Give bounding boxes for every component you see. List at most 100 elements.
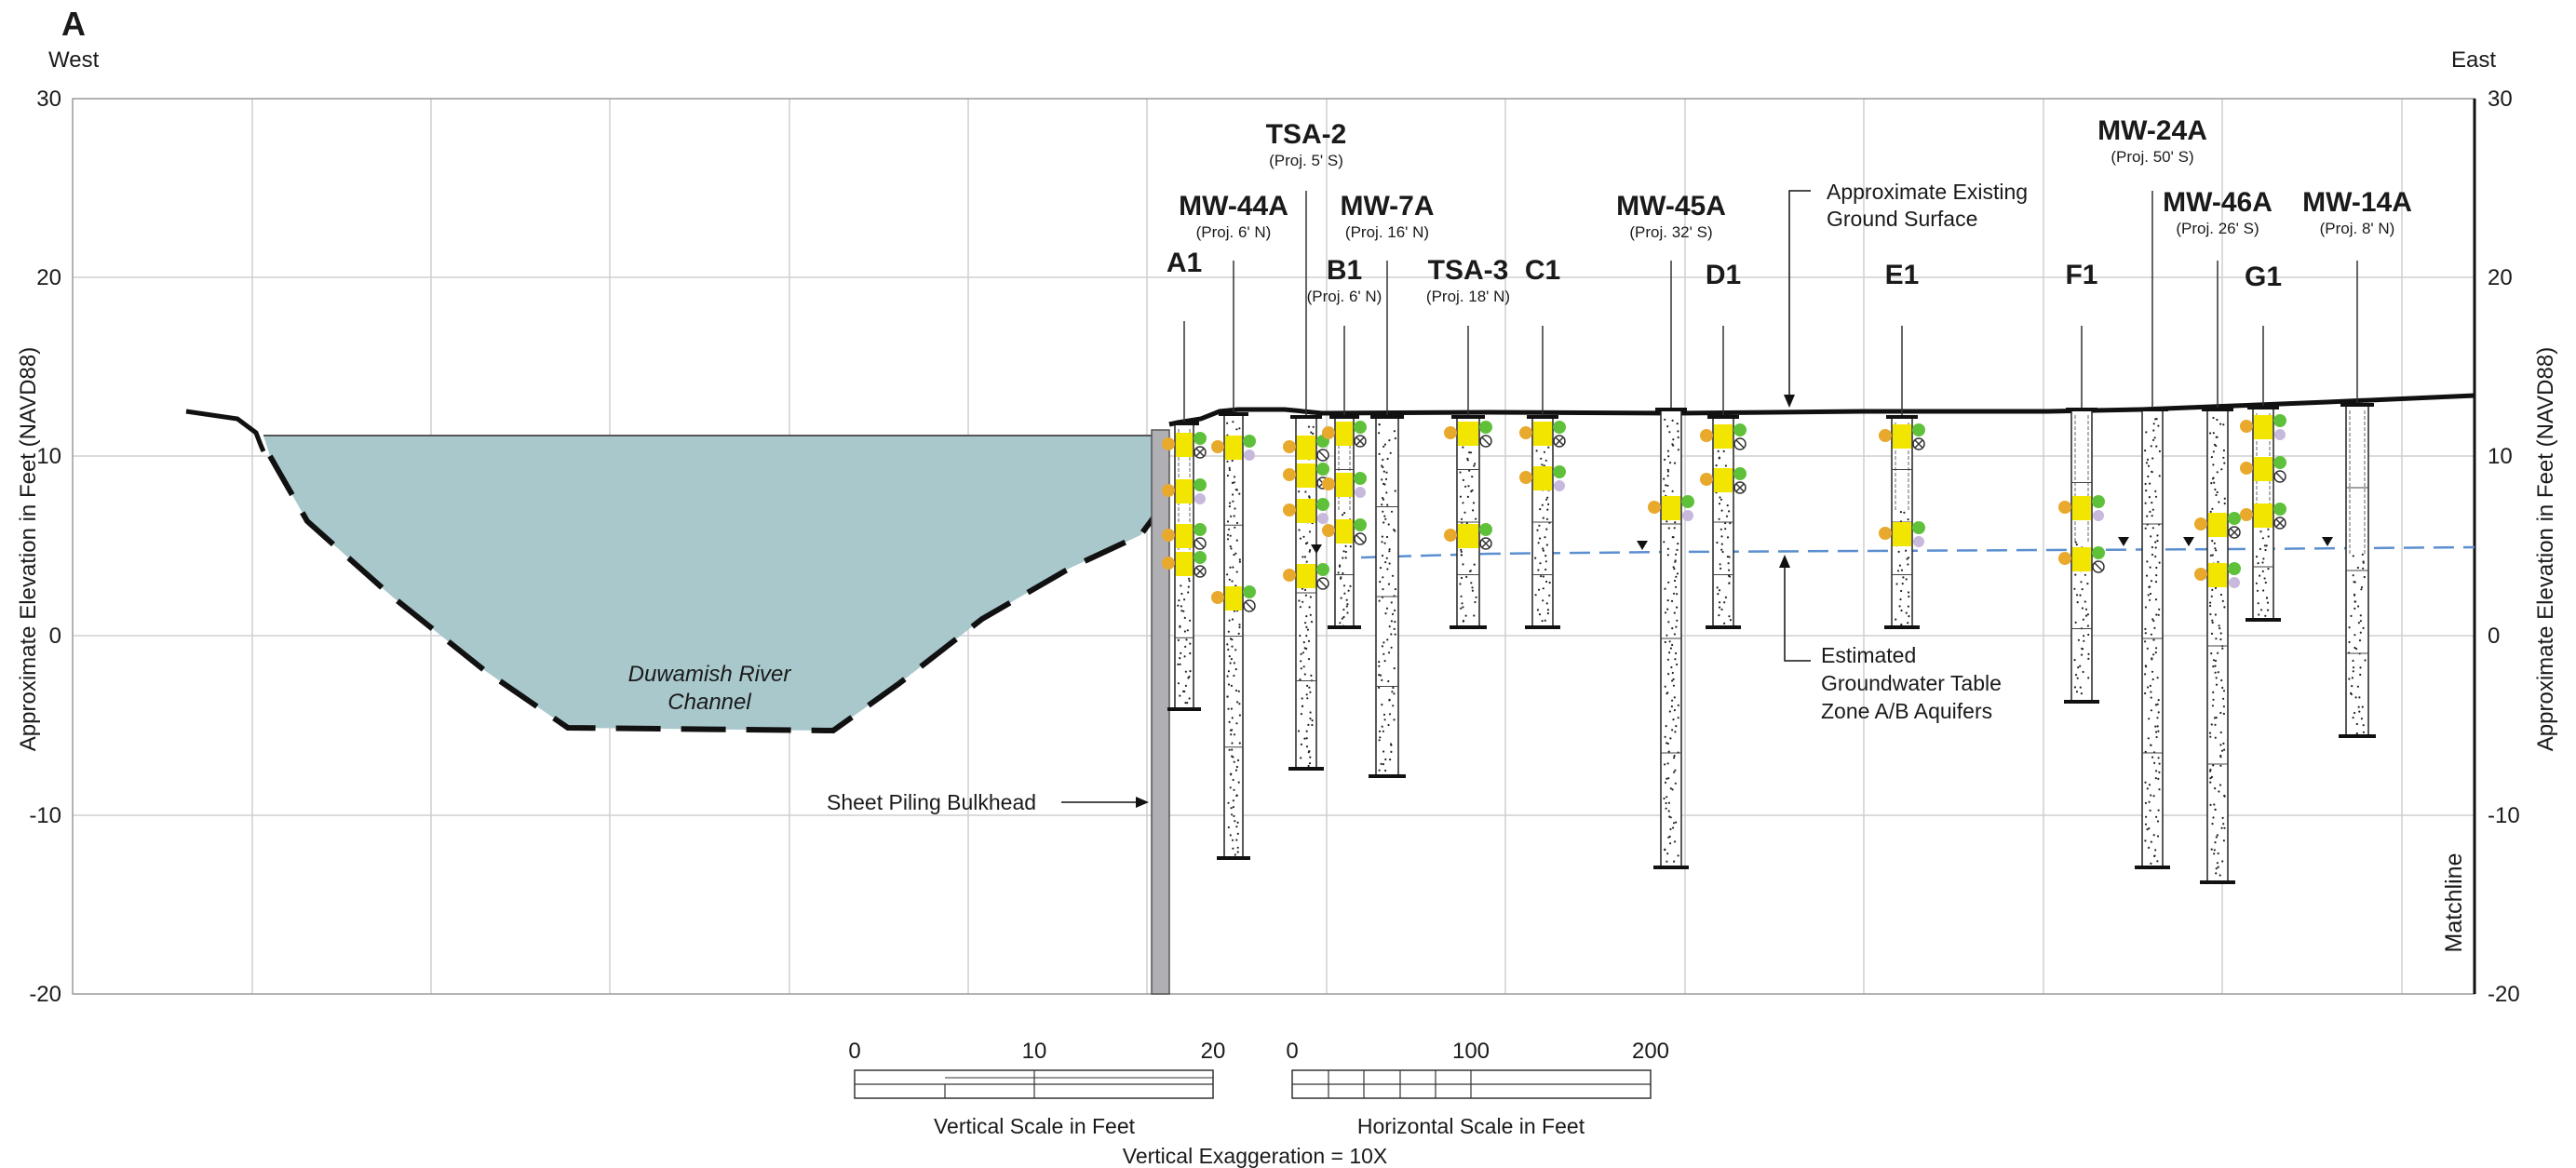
sample-marker — [1879, 423, 1925, 450]
horizontal-scale: 0 100 200 Horizontal Scale in Feet — [1286, 1039, 1669, 1138]
boring-projection: (Proj. 18' N) — [1426, 288, 1510, 305]
boring-projection: (Proj. 26' S) — [2176, 220, 2259, 237]
boring-label: MW-14A — [2302, 187, 2412, 218]
boring-stipple — [2348, 410, 2367, 735]
sample-marker — [1444, 523, 1492, 550]
boring-d1: D1 — [1700, 260, 1747, 629]
sample-marker — [2058, 495, 2105, 521]
boring-mw-14a: MW-14A (Proj. 8' N) — [2302, 187, 2412, 738]
sample-marker — [2240, 456, 2286, 483]
svg-text:20: 20 — [36, 265, 61, 290]
boring-label: MW-7A — [1340, 191, 1434, 222]
sample-marker — [1283, 563, 1329, 590]
boring-stipple — [1663, 418, 1679, 863]
sample-marker — [1322, 518, 1367, 545]
boring-mw-24a: MW-24A (Proj. 50' S) — [2097, 115, 2207, 869]
svg-text:Groundwater Table: Groundwater Table — [1821, 671, 2002, 695]
y-axis-label-left: Approximate Elevation in Feet (NAVD88) — [16, 347, 41, 751]
boring-projection: (Proj. 6' N) — [1307, 288, 1382, 305]
y-ticks-left: 30 20 10 0 -10 -20 — [29, 87, 61, 1007]
boring-stipple — [1378, 423, 1396, 772]
boring-e1: E1 — [1879, 260, 1925, 629]
boring-mw-45a: MW-45A(Proj. 32' S) — [1616, 191, 1726, 869]
ground-surface-annotation: Approximate Existing Ground Surface — [1784, 180, 2028, 408]
west-label: West — [48, 47, 100, 73]
sample-marker — [2194, 512, 2241, 539]
svg-text:-10: -10 — [2488, 803, 2520, 828]
river-bed-dashed — [267, 454, 1157, 734]
sample-marker — [1162, 478, 1207, 504]
svg-text:10: 10 — [2488, 444, 2513, 469]
sample-marker — [1211, 435, 1256, 461]
sample-marker — [1162, 551, 1207, 578]
sample-marker — [1879, 521, 1925, 547]
svg-text:0: 0 — [2488, 624, 2500, 649]
sample-marker — [1444, 421, 1492, 448]
ground-surface-line — [185, 393, 2475, 452]
groundwater-table-line — [1360, 545, 2475, 559]
boring-label: F1 — [2065, 260, 2097, 290]
svg-text:0: 0 — [49, 624, 61, 649]
groundwater-marker — [2322, 537, 2333, 546]
boring-f1: F1 — [2058, 260, 2105, 704]
svg-text:200: 200 — [1632, 1039, 1669, 1064]
svg-text:20: 20 — [2488, 265, 2513, 290]
boring-a1: A1 — [1162, 248, 1207, 711]
svg-text:20: 20 — [1201, 1039, 1226, 1064]
svg-text:-10: -10 — [29, 803, 61, 828]
svg-text:-20: -20 — [29, 982, 61, 1007]
panel-label: A — [61, 5, 86, 43]
boring-label: TSA-2 — [1266, 119, 1347, 150]
sample-marker — [2240, 414, 2286, 440]
boring-label: D1 — [1706, 260, 1741, 290]
sample-marker — [2240, 503, 2286, 530]
svg-text:-20: -20 — [2488, 982, 2520, 1007]
svg-text:10: 10 — [36, 444, 61, 469]
svg-text:30: 30 — [2488, 87, 2513, 112]
river-label-2: Channel — [668, 690, 751, 715]
sample-marker — [1211, 585, 1256, 612]
boring-mw-46a: MW-46A (Proj. 26' S) — [2163, 187, 2273, 884]
y-ticks-right: 30 20 10 0 -10 -20 — [2488, 87, 2520, 1007]
boring-label: B1 — [1327, 255, 1362, 286]
sample-marker — [1700, 423, 1747, 450]
boring-projection: (Proj. 6' N) — [1196, 223, 1272, 241]
groundwater-marker — [1311, 544, 1322, 554]
sample-marker — [1322, 421, 1367, 448]
boring-label: G1 — [2245, 262, 2282, 292]
boring-tsa-3: TSA-3 (Proj. 18' N) — [1426, 255, 1510, 629]
boring-stipple — [1534, 424, 1551, 623]
boring-b1: B1 (Proj. 6' N) — [1307, 255, 1382, 629]
boring-label: C1 — [1525, 255, 1560, 286]
sample-marker — [1283, 435, 1329, 462]
boring-projection: (Proj. 50' S) — [2111, 148, 2193, 166]
svg-text:100: 100 — [1452, 1039, 1490, 1064]
y-axis-label-right: Approximate Elevation in Feet (NAVD88) — [2533, 347, 2558, 751]
groundwater-marker — [2118, 537, 2129, 546]
boring-c1: C1 — [1519, 255, 1566, 629]
boring-tsa-2: TSA-2(Proj. 5' S) — [1266, 119, 1347, 771]
exaggeration-label: Vertical Exaggeration = 10X — [1123, 1144, 1388, 1168]
boring-label: MW-24A — [2097, 115, 2207, 146]
svg-text:Ground Surface: Ground Surface — [1827, 207, 1977, 231]
sample-marker — [2058, 546, 2105, 573]
groundwater-marker — [1637, 541, 1648, 550]
boring-projection: (Proj. 16' N) — [1345, 223, 1429, 241]
boring-label: E1 — [1885, 260, 1920, 290]
boring-label: MW-46A — [2163, 187, 2273, 218]
svg-text:Zone A/B Aquifers: Zone A/B Aquifers — [1821, 699, 1992, 723]
boring-label: TSA-3 — [1428, 255, 1509, 286]
sample-marker — [1648, 495, 1694, 521]
boring-label: MW-45A — [1616, 191, 1726, 222]
matchline-label: Matchline — [2441, 853, 2467, 953]
sample-marker — [1700, 467, 1747, 494]
sample-marker — [1283, 498, 1329, 524]
svg-text:Approximate Existing: Approximate Existing — [1827, 180, 2028, 204]
sheet-piling-label: Sheet Piling Bulkhead — [827, 790, 1036, 814]
boring-projection: (Proj. 8' N) — [2320, 220, 2395, 237]
svg-text:Vertical Scale in Feet: Vertical Scale in Feet — [934, 1114, 1136, 1138]
svg-text:Estimated: Estimated — [1821, 643, 1916, 667]
boring-mw-7a: MW-7A(Proj. 16' N) — [1340, 191, 1435, 778]
